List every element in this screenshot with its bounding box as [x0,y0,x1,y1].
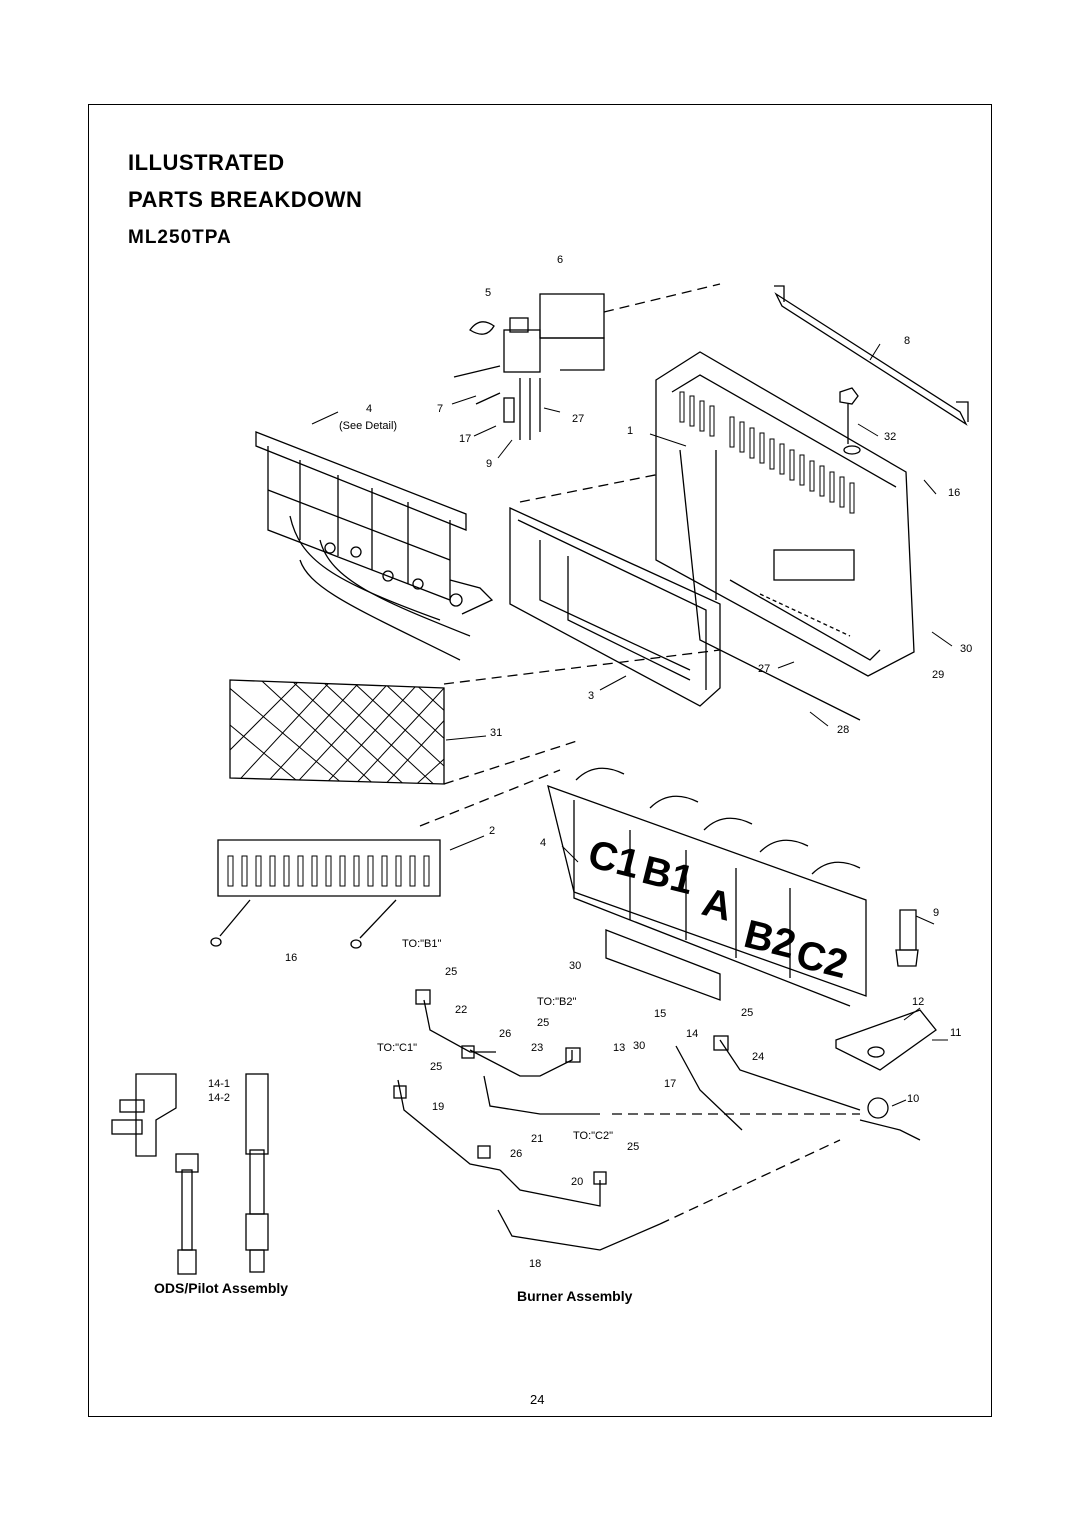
part-number: 25 [741,1007,753,1019]
cabinet-back [655,351,915,721]
part-number: 14 [686,1028,698,1040]
part-number-labels: 6 5 8 4 (See Detail) 7 27 17 9 1 32 16 3… [208,254,972,1270]
part-number: 8 [904,335,910,347]
part-number: 16 [948,487,960,499]
to-c2-note: TO:"C2" [573,1130,613,1142]
to-c1-note: TO:"C1" [377,1042,417,1054]
inner-box [509,473,721,707]
part-number: 15 [654,1008,666,1020]
burner-detail-drawing [255,431,494,661]
burner-assembly-caption: Burner Assembly [517,1288,633,1304]
part-number: 25 [430,1061,442,1073]
burner-label-b1: B1 [638,848,698,903]
part-number: 28 [837,724,849,736]
part-number: 10 [907,1093,919,1105]
leader-lines [311,343,953,1107]
part-number: 26 [510,1148,522,1160]
part-number: 16 [285,952,297,964]
part-number: 17 [459,433,471,445]
part-number: 29 [932,669,944,681]
part-number: 9 [486,458,492,470]
part-number: 25 [537,1017,549,1029]
part-number: 25 [445,966,457,978]
part-number: 31 [490,727,502,739]
part-number: 4 [366,403,372,415]
page-number: 24 [530,1392,545,1407]
burner-label-a: A [698,880,737,930]
part-number: 32 [884,431,896,443]
to-b1-note: TO:"B1" [402,938,441,950]
see-detail-note: (See Detail) [339,420,397,432]
part-number: 13 [613,1042,625,1054]
grille [229,649,721,785]
part-number: 25 [627,1141,639,1153]
to-b2-note: TO:"B2" [537,996,576,1008]
part-number: 20 [571,1176,583,1188]
gas-valve-drawing [453,283,721,440]
part-number: 30 [960,643,972,655]
part-number: 27 [758,663,770,675]
part-number: 30 [569,960,581,972]
part-number: 5 [485,287,491,299]
part-number: 7 [437,403,443,415]
part-number: 1 [627,425,633,437]
part-number: 11 [950,1027,961,1039]
lower-panel [210,769,561,949]
part-number: 2 [489,825,495,837]
part-number: 19 [432,1101,444,1113]
burner-label-c2: C2 [792,932,852,987]
part-number: 27 [572,413,584,425]
part-number: 4 [540,837,546,849]
heat-shield-bar [774,285,969,426]
page-title-line2: PARTS BREAKDOWN [128,187,363,212]
tubing [393,989,921,1251]
part-number: 24 [752,1051,764,1063]
part-number: 22 [455,1004,467,1016]
ods-pilot-caption: ODS/Pilot Assembly [154,1280,289,1296]
ods-pilot-drawing [111,1073,269,1275]
burner-assembly-drawing [547,767,937,1071]
part-number: 26 [499,1028,511,1040]
control-knob [839,387,861,455]
part-number: 18 [529,1258,541,1270]
part-number: 12 [912,996,924,1008]
part-number: 6 [557,254,563,266]
part-number: 30 [633,1040,645,1052]
part-number: 17 [664,1078,676,1090]
model-number: ML250TPA [128,227,232,248]
part-number: 9 [933,907,939,919]
burner-label-c1: C1 [584,832,644,887]
part-number: 21 [531,1133,543,1145]
part-number: 23 [531,1042,543,1054]
page-title-line1: ILLUSTRATED [128,150,285,175]
page-frame [88,104,992,1417]
burner-label-b2: B2 [740,912,800,967]
part-number: 14-2 [208,1092,230,1104]
part-number: 14-1 [208,1078,230,1090]
part-number: 3 [588,690,594,702]
